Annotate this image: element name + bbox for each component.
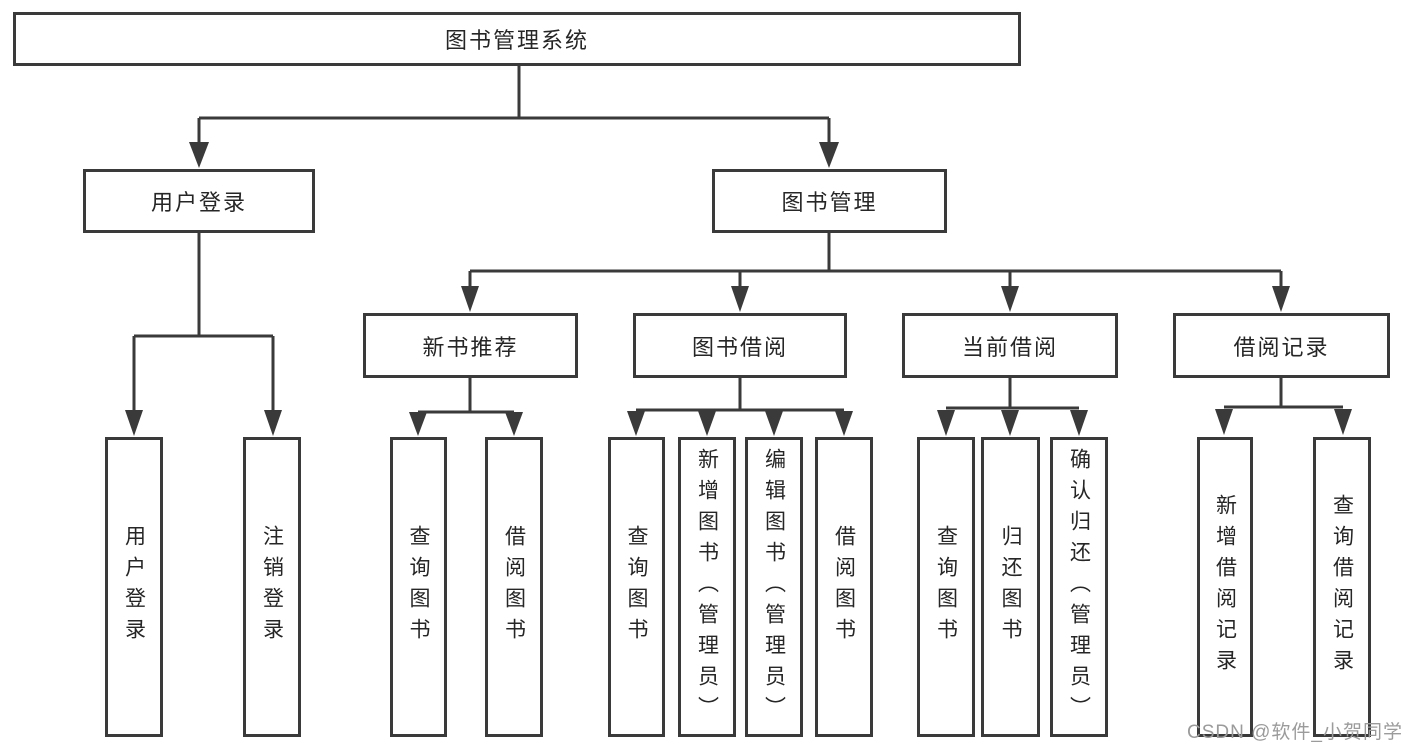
node-label: 图书管理系统 <box>444 28 589 53</box>
node-confirm-return-admin: 确认归还（管理员） <box>1050 437 1108 737</box>
node-label: 确认归还（管理员） <box>1067 447 1091 727</box>
node-query-books-borrow: 查询图书 <box>608 437 665 737</box>
node-library-management-system: 图书管理系统 <box>13 12 1021 66</box>
node-query-borrow-record: 查询借阅记录 <box>1313 437 1371 737</box>
node-new-book-recommend: 新书推荐 <box>363 313 578 378</box>
node-label: 注销登录 <box>260 525 284 649</box>
node-label: 查询借阅记录 <box>1330 494 1354 680</box>
node-borrow-record: 借阅记录 <box>1173 313 1390 378</box>
node-return-books: 归还图书 <box>981 437 1040 737</box>
watermark-text: CSDN @软件_小贺同学 <box>1187 722 1403 743</box>
node-label: 新书推荐 <box>422 334 519 360</box>
node-label: 查询图书 <box>934 525 958 649</box>
node-logout: 注销登录 <box>243 437 301 737</box>
node-book-management: 图书管理 <box>712 169 947 233</box>
node-label: 图书管理 <box>781 190 878 215</box>
node-label: 当前借阅 <box>961 334 1058 360</box>
node-borrow-books: 借阅图书 <box>815 437 873 737</box>
node-label: 新增图书（管理员） <box>695 447 719 727</box>
node-label: 用户登录 <box>150 190 247 215</box>
node-label: 借阅图书 <box>832 525 856 649</box>
node-label: 借阅记录 <box>1233 334 1330 360</box>
node-add-borrow-record: 新增借阅记录 <box>1197 437 1253 737</box>
node-label: 归还图书 <box>999 525 1022 649</box>
node-label: 查询图书 <box>625 525 648 649</box>
node-query-books-recommend: 查询图书 <box>390 437 447 737</box>
node-label: 查询图书 <box>407 525 430 649</box>
node-label: 用户登录 <box>122 525 146 649</box>
node-label: 借阅图书 <box>502 525 526 649</box>
node-label: 新增借阅记录 <box>1213 494 1237 680</box>
node-edit-books-admin: 编辑图书（管理员） <box>745 437 803 737</box>
node-book-borrow: 图书借阅 <box>633 313 847 378</box>
node-user-login: 用户登录 <box>83 169 315 233</box>
node-current-borrow: 当前借阅 <box>902 313 1118 378</box>
node-add-books-admin: 新增图书（管理员） <box>678 437 736 737</box>
node-label: 图书借阅 <box>691 334 788 360</box>
node-borrow-books-recommend: 借阅图书 <box>485 437 543 737</box>
node-query-books-current: 查询图书 <box>917 437 975 737</box>
node-label: 编辑图书（管理员） <box>762 447 786 727</box>
node-user-login-leaf: 用户登录 <box>105 437 163 737</box>
